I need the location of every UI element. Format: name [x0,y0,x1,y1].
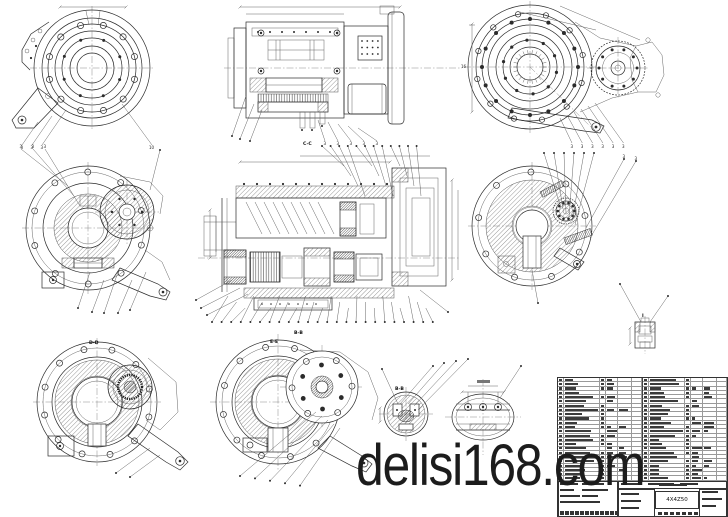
bom-row [643,382,727,387]
bom-row [558,429,642,434]
view-side-top-middle: 3 3 3 3 3 [224,5,462,146]
bom-bank [643,378,727,481]
bom-row [643,390,727,396]
bom-row [643,416,727,421]
section-label-ee: E-E [270,339,278,345]
bom-row [643,437,727,443]
callout-number: 3 [635,156,638,161]
bom-row [643,412,727,417]
bom-bank [558,378,643,481]
bom-row [558,416,642,421]
callout-number: 3 [350,141,353,146]
detail-oval-flange [445,365,522,455]
bom-row [643,459,727,464]
bom-row [643,446,727,451]
callout-number: 3 [571,144,574,149]
bom-row [558,433,642,438]
bom-row [643,450,727,456]
bom-row [558,455,642,460]
title-block-cell [618,481,727,489]
bom-row [558,476,642,481]
view-section-mid-left: 3 3 3 [20,144,171,314]
callout-number: 3 [41,145,44,150]
bom-row [643,425,727,430]
bom-row [558,467,642,473]
callout-number: 3 [20,144,23,149]
watermark-text: delisi168.com [356,433,646,498]
bom-row [558,403,642,408]
callout-number: 3 [337,141,340,146]
dim-label-16: 16 [461,64,467,69]
bom-row [558,437,642,443]
detail-view-i [619,283,669,354]
bom-row [643,378,727,383]
bom-row [558,442,642,447]
bom-row [643,399,727,404]
section-label-dd: D-D [89,340,99,346]
callout-number: 3 [612,144,615,149]
view-section-bottom-middle [210,334,379,487]
bom-row [558,386,642,391]
bom-row [558,425,642,430]
callout-number: 3 [44,144,47,149]
detail-view-b [378,358,469,441]
section-label-cc: C-C [303,141,312,147]
title-block-cell [699,489,727,517]
callout-number: 3 [363,141,366,146]
view-front-top-left: 3 3 3 [11,5,154,150]
bom-row [558,450,642,456]
bom-row [558,463,642,468]
bom-row [643,403,727,408]
bom-row [558,420,642,426]
bom-row [558,399,642,404]
callout-number: 3 [21,145,24,150]
bom-row [558,412,642,417]
callout-number: 3 [622,144,625,149]
bom-row [558,382,642,387]
view-section-bottom-left [33,338,189,478]
bom-row [558,407,642,413]
bom-row [643,463,727,468]
bom-row [643,386,727,391]
bom-parts-rows [558,378,727,481]
title-block-drawing-no: 4X4Z50 [655,491,699,509]
bom-row [558,446,642,451]
callout-number: 3 [601,144,604,149]
section-label-bb-detail: B-B [395,386,404,392]
bom-row [643,395,727,400]
bom-row [558,472,642,477]
callout-number: 3 [31,145,34,150]
section-label-bb-main: B-B [294,330,303,336]
callout-number: 3 [32,144,35,149]
callout-number: 3 [376,141,379,146]
bom-row [643,455,727,460]
callout-10: 10 [149,145,155,150]
bom-row [643,467,727,473]
bom-row [558,459,642,464]
section-label-i: I [642,313,644,319]
callout-number: 3 [581,144,584,149]
view-longitudinal-section-center [195,145,460,323]
bom-row [643,442,727,447]
view-rear-top-right: 3 3 3 3 3 3 [464,1,665,149]
bom-row [643,407,727,413]
bom-row [558,390,642,396]
bom-row [643,472,727,477]
callout-number: 3 [324,141,327,146]
bom-row [643,433,727,438]
callout-number: 3 [623,154,626,159]
bom-row [558,378,642,383]
bom-row [558,395,642,400]
bom-row [643,476,727,481]
bom-row [643,420,727,426]
callout-number: 3 [591,144,594,149]
bom-row [643,429,727,434]
